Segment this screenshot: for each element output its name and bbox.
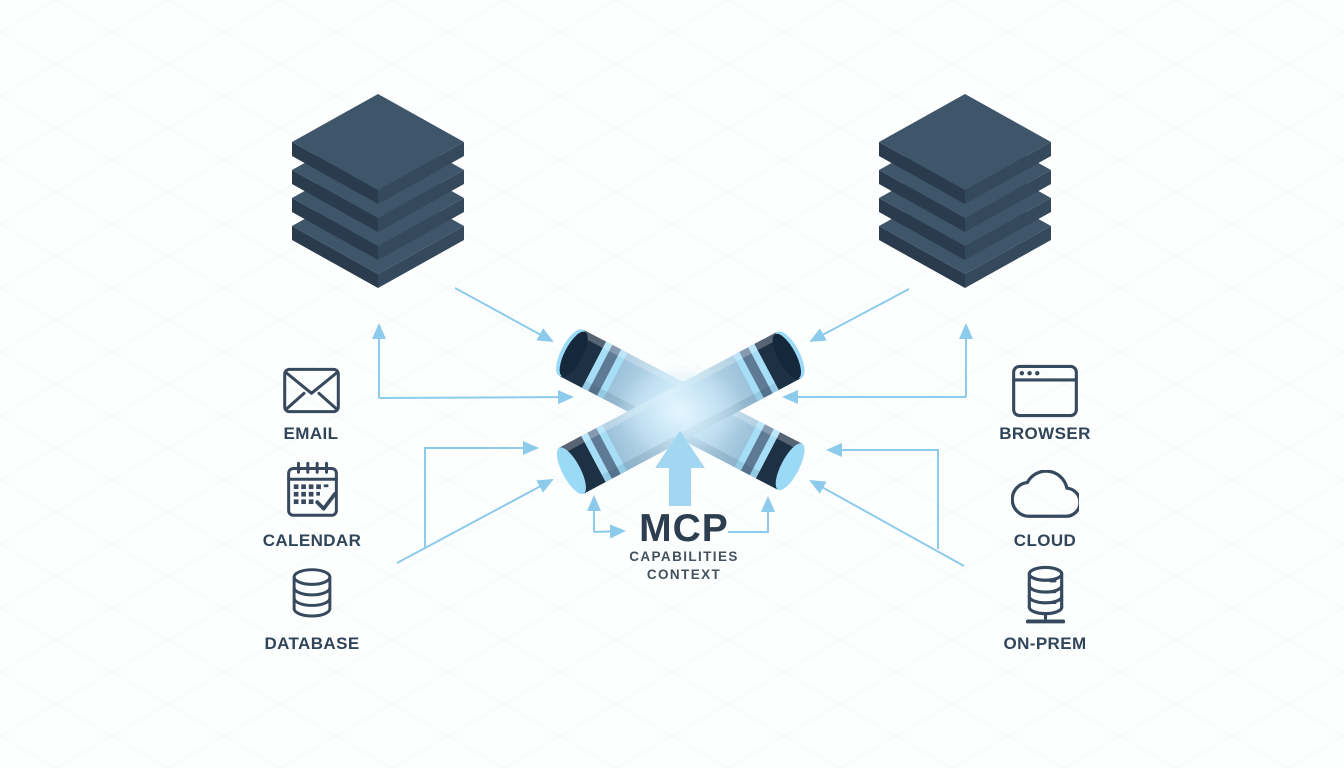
- source-database: DATABASE: [242, 567, 382, 654]
- hub-title: MCP: [639, 507, 729, 550]
- source-label-onprem: ON-PREM: [1003, 634, 1087, 653]
- source-browser: BROWSER: [975, 364, 1115, 444]
- on-prem-icon: [1025, 565, 1065, 624]
- arrow-mcp-left-label: [593, 524, 626, 539]
- hub-label: MCP CAPABILITIES CONTEXT: [629, 509, 739, 584]
- hub-subtitle-capabilities: CAPABILITIES: [629, 549, 739, 564]
- arrow-email-to-hub: [378, 390, 574, 405]
- source-label-cloud: CLOUD: [1013, 531, 1077, 550]
- source-onprem: ON-PREM: [975, 562, 1115, 654]
- browser-icon: [1012, 364, 1078, 418]
- database-icon: [292, 568, 332, 618]
- arrow-right-stack-to-hub: [809, 288, 910, 342]
- source-calendar: CALENDAR: [242, 461, 382, 551]
- email-icon: [282, 367, 340, 414]
- connector-arrows: [372, 287, 973, 567]
- source-label-database: DATABASE: [264, 634, 360, 653]
- source-label-browser: BROWSER: [999, 424, 1091, 443]
- x-connector-icon: [556, 329, 805, 495]
- arrow-database-to-hub: [396, 479, 554, 564]
- arrow-calendar-to-hub: [424, 441, 539, 549]
- calendar-icon: [286, 461, 338, 517]
- source-label-email: EMAIL: [283, 424, 339, 443]
- layer-stack-right-icon: [879, 94, 1051, 288]
- arrow-onprem-to-hub: [809, 480, 965, 567]
- up-arrow-icon: [655, 431, 705, 506]
- arrow-cloud-to-hub: [826, 443, 939, 549]
- source-label-calendar: CALENDAR: [262, 531, 362, 550]
- arrow-left-stack-to-hub: [454, 287, 554, 342]
- source-cloud: CLOUD: [975, 470, 1115, 551]
- cloud-icon: [1011, 470, 1079, 518]
- layer-stack-left-icon: [292, 94, 464, 288]
- source-email: EMAIL: [241, 367, 381, 444]
- arrow-mcp-right-up: [728, 496, 775, 533]
- hub-subtitle-context: CONTEXT: [646, 566, 722, 582]
